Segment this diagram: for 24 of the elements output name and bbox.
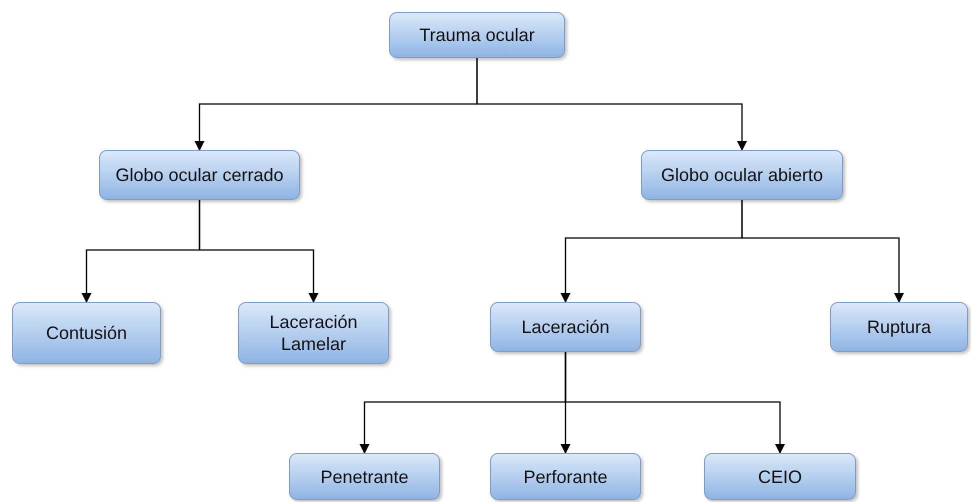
- node-label: Perforante: [523, 466, 608, 488]
- arrow: [741, 200, 904, 303]
- node-label: Laceración Lamelar: [268, 311, 359, 355]
- node-label: Globo ocular abierto: [660, 164, 824, 186]
- node-label: CEIO: [758, 466, 802, 488]
- node-label: Penetrante: [320, 466, 409, 488]
- category-box: [641, 150, 843, 200]
- category-box: [490, 302, 641, 352]
- category-box: [389, 12, 565, 58]
- node-label: Laceración: [521, 316, 610, 338]
- category-box: [12, 302, 161, 364]
- arrow: [476, 58, 747, 151]
- node-label: Globo ocular cerrado: [115, 164, 284, 186]
- category-box: [99, 150, 300, 200]
- node-label: Contusión: [46, 322, 128, 344]
- category-box: [830, 302, 968, 352]
- category-box: [289, 453, 440, 500]
- category-box: [490, 453, 641, 500]
- arrow: [564, 352, 785, 454]
- category-box: [704, 453, 856, 500]
- arrow: [198, 200, 318, 303]
- node-label: Ruptura: [866, 316, 932, 338]
- category-box: [238, 302, 389, 364]
- node-label: Trauma ocular: [419, 24, 535, 46]
